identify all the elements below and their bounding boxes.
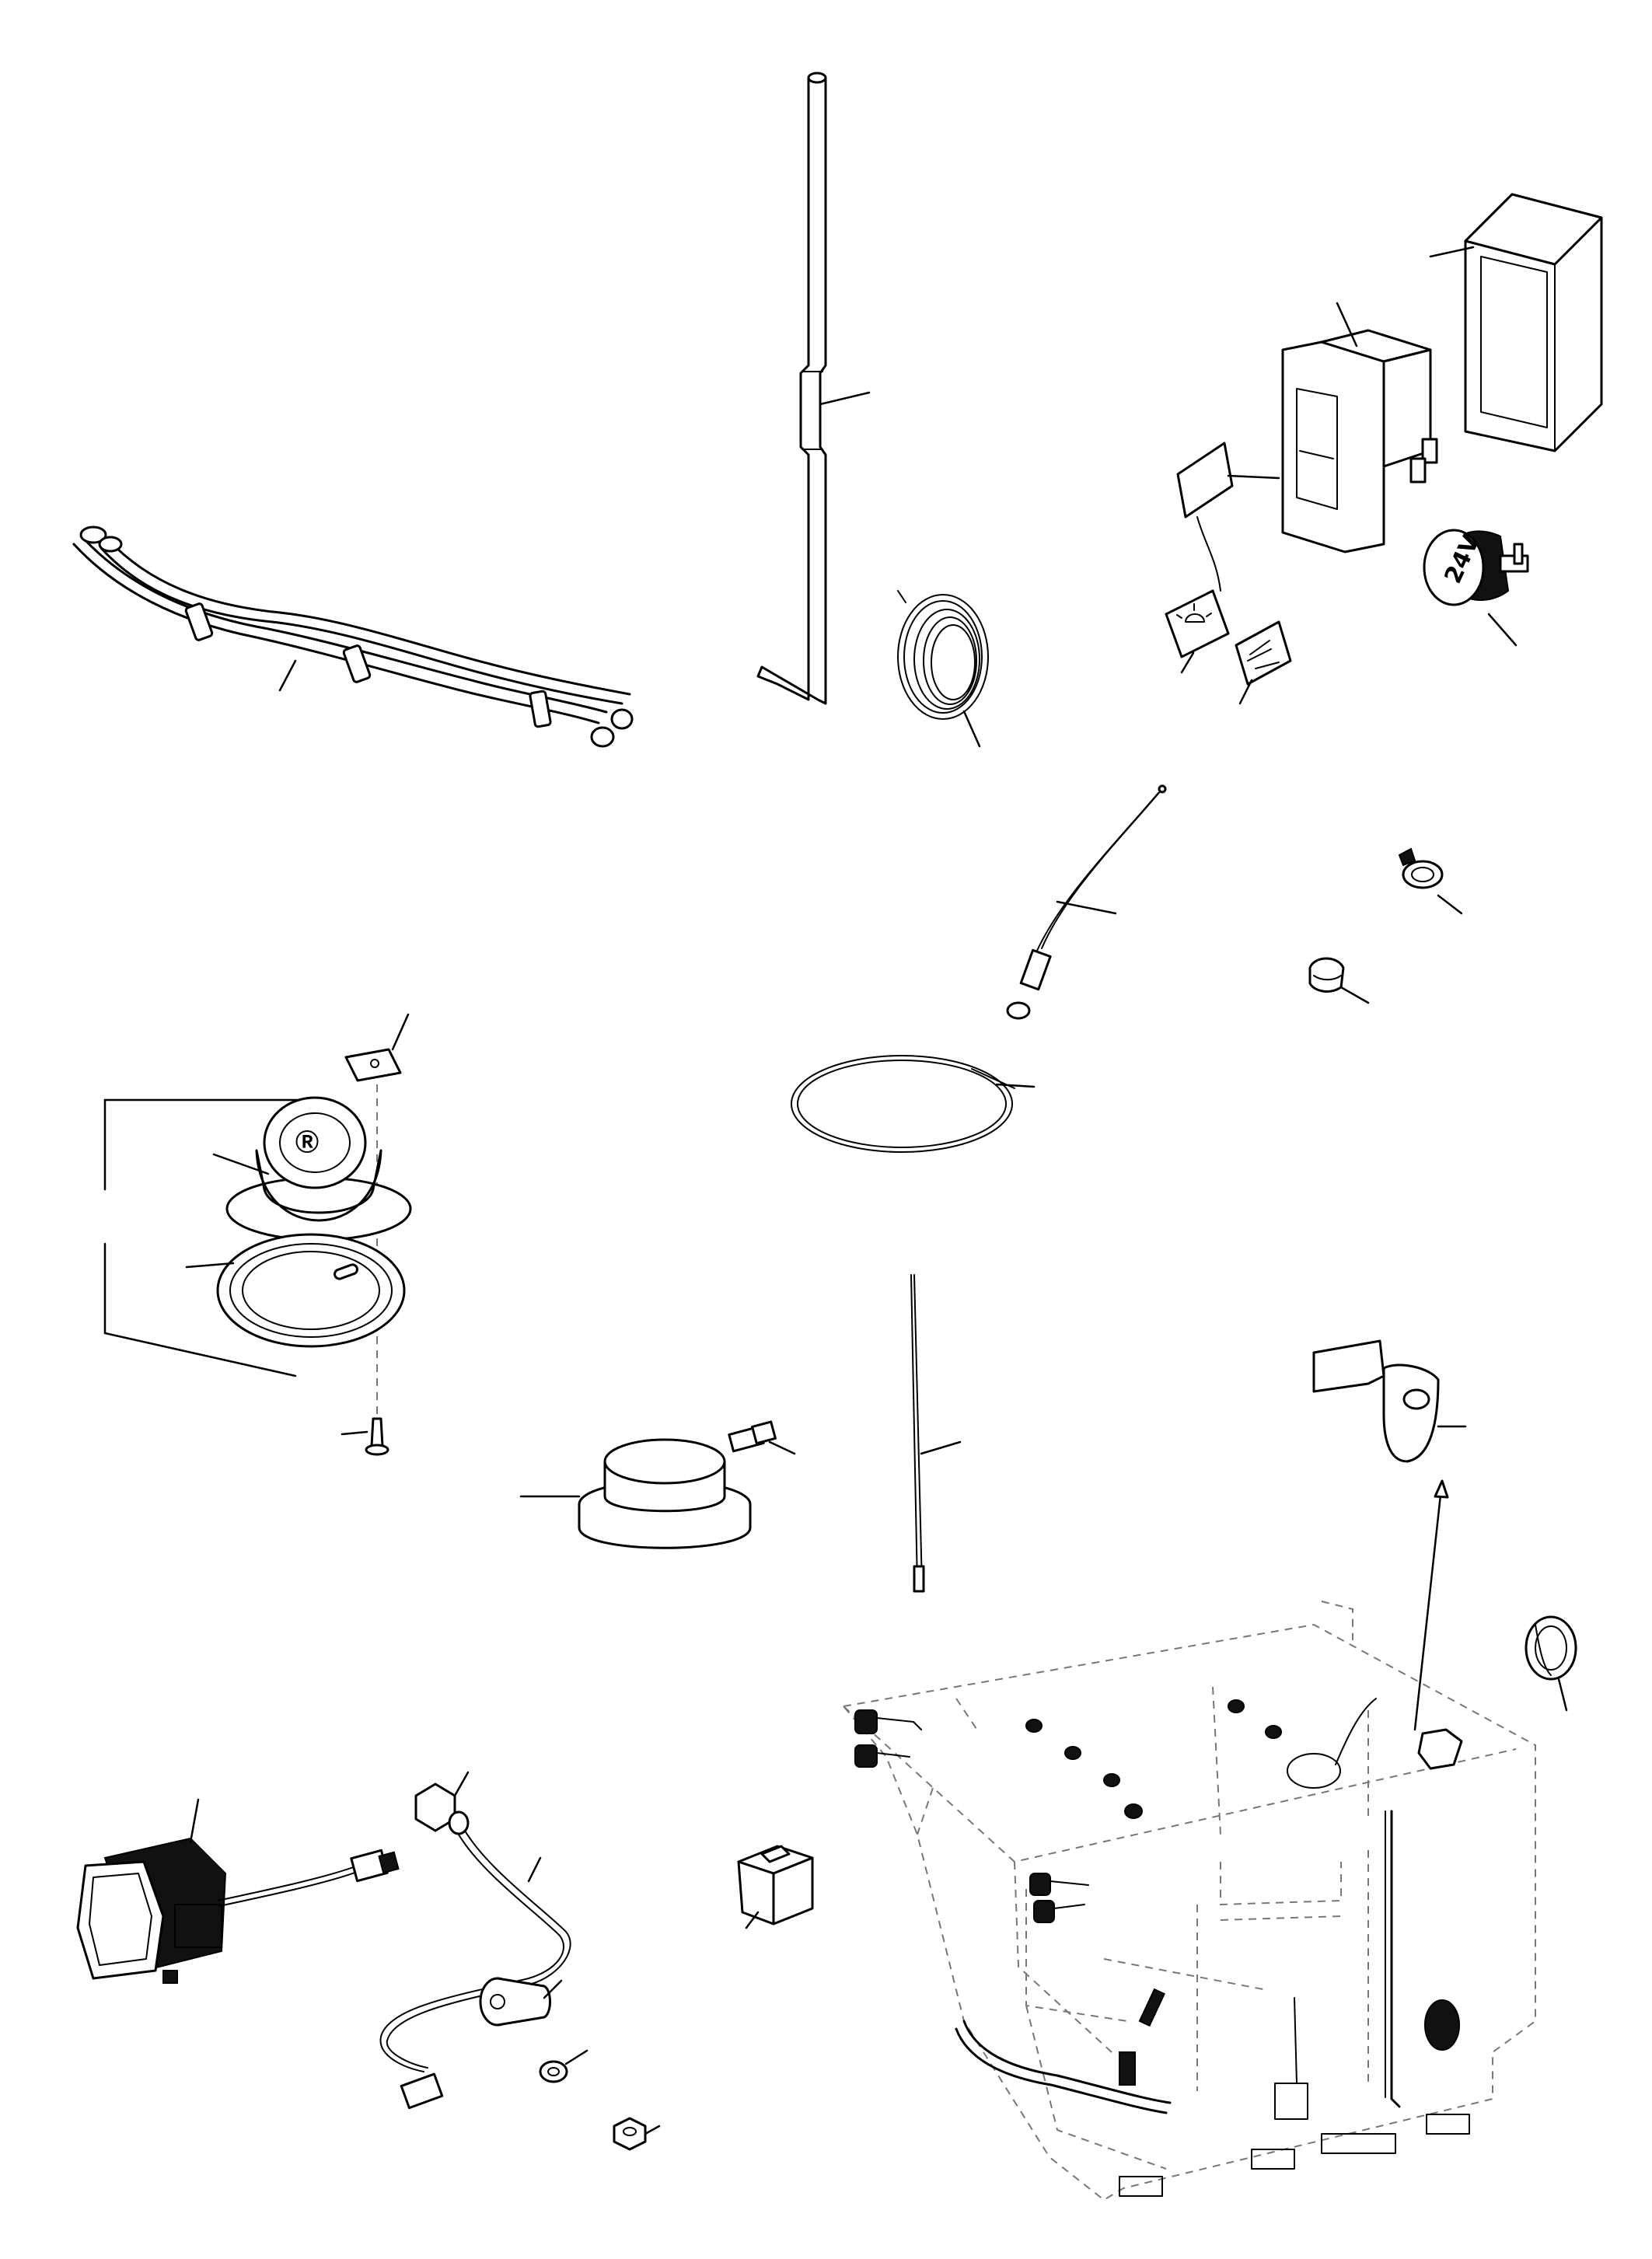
beacon-light [578, 1420, 777, 1549]
grommet [1308, 957, 1345, 993]
leader-seal [1557, 1678, 1568, 1712]
coax-cable-loop [791, 1055, 1015, 1153]
leader-rocker [1336, 302, 1358, 347]
leader-harness [278, 659, 297, 692]
leader-clamp [543, 1979, 563, 1999]
arrow-to-cab [1413, 1479, 1444, 1731]
wiring-harness [72, 525, 634, 748]
leader-bezel [1429, 246, 1475, 258]
leader-clip-nut [391, 1013, 410, 1051]
leader-speaker [212, 1153, 270, 1175]
leader-whip [920, 1440, 962, 1455]
leader-relay [745, 1911, 760, 1929]
leader-antenna-cable [1056, 900, 1117, 915]
cab-frame-assembly [842, 1601, 1536, 2201]
leader-wire-clip [1437, 894, 1463, 915]
switch-bezel [1464, 193, 1603, 452]
nut [613, 2117, 647, 2151]
rocker-switch [1281, 329, 1438, 553]
rubber-plug [1312, 1339, 1440, 1463]
seal-ring [1525, 1615, 1577, 1681]
arrowhead [1434, 1479, 1449, 1499]
leader-screw [341, 1430, 368, 1436]
leader-grommet [1339, 986, 1370, 1004]
cab-work-lamps [854, 1709, 1089, 1923]
wire-clip [1398, 847, 1444, 889]
screw [365, 1417, 389, 1456]
cable-clamp [479, 1977, 551, 2027]
switch-symbol-decals [1165, 442, 1292, 686]
leader-beacon-plug [768, 1440, 796, 1455]
cab-mounting-brackets [1119, 2114, 1470, 2197]
relay [737, 1845, 814, 1926]
leader-gland [453, 1771, 470, 1797]
svg-text:Ⓡ: Ⓡ [295, 1130, 319, 1157]
leader-socket [1487, 613, 1518, 647]
whip-antenna [910, 1274, 925, 1593]
roof-fittings [1025, 1698, 1377, 1819]
work-lamp [76, 1837, 400, 1984]
leader-coax [995, 1083, 1036, 1088]
coiled-cable [897, 590, 989, 720]
antenna-cable [1006, 784, 1167, 1020]
speaker-assembly: Ⓡ [103, 1048, 412, 1456]
leader-nut [644, 2125, 661, 2135]
washer [539, 2060, 568, 2083]
leader-decal-2 [1238, 679, 1253, 705]
power-socket: 24V [1423, 529, 1529, 606]
cable-gland [379, 1782, 571, 2110]
leader-washer [564, 2049, 589, 2065]
leader-coiled-cable [962, 710, 981, 748]
radio-antenna-mast [756, 72, 827, 705]
mounting-clip-nut [344, 1048, 402, 1082]
leader-antenna-mast [819, 391, 871, 406]
leader-work-lamp [189, 1798, 200, 1844]
leader-decal-1 [1180, 651, 1195, 674]
leader-gland-cable [527, 1856, 542, 1883]
leader-grille [185, 1262, 235, 1269]
speaker-grille [216, 1233, 406, 1348]
